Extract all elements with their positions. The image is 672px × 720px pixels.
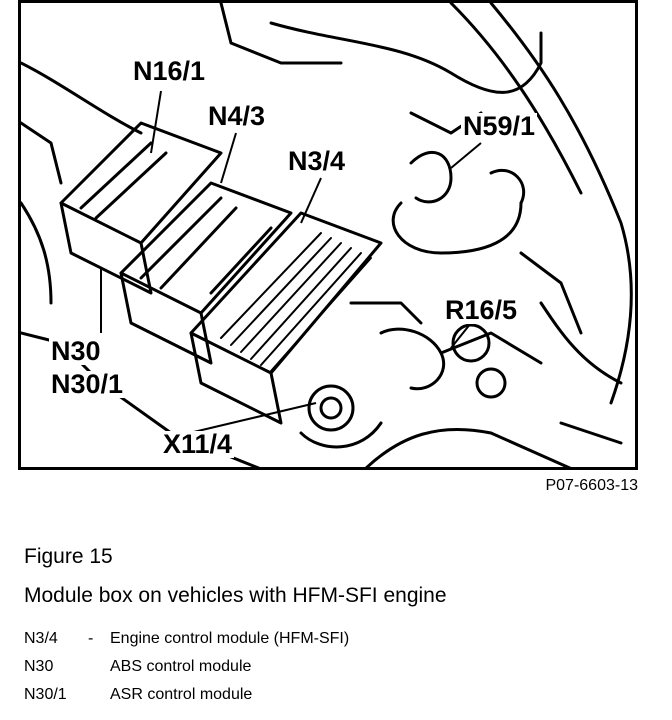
legend-code: N3/4	[24, 630, 58, 647]
figure-title: Module box on vehicles with HFM-SFI engi…	[24, 584, 447, 607]
module-n59-1	[409, 150, 453, 204]
callout-n30: N30	[49, 336, 103, 366]
callout-n4-3: N4/3	[206, 101, 268, 131]
callout-r16-5: R16/5	[443, 295, 520, 325]
legend-code: N30	[24, 658, 54, 675]
callout-n30-1: N30/1	[49, 369, 126, 399]
callout-n3-4: N3/4	[286, 146, 348, 176]
module-n4-3	[119, 181, 293, 315]
module-n3-4	[189, 211, 383, 375]
engine-bay-drawing	[21, 3, 633, 467]
figure-number: Figure 15	[24, 545, 113, 568]
legend-description: Engine control module (HFM-SFI)	[110, 630, 350, 647]
connector-x11-4	[307, 384, 355, 432]
module-box-illustration: N16/1 N4/3 N3/4 N59/1 R16/5 N30 N30/1 X1…	[18, 0, 638, 470]
legend-code: N30/1	[24, 686, 67, 703]
legend-separator: -	[88, 630, 94, 647]
callout-x11-4: X11/4	[161, 429, 235, 459]
top-hose	[269, 21, 543, 94]
figure-reference-code: P07-6603-13	[545, 477, 638, 494]
module-n16-1	[59, 121, 223, 245]
callout-n59-1: N59/1	[461, 111, 538, 141]
callout-n16-1: N16/1	[131, 56, 208, 86]
legend-description: ASR control module	[110, 686, 253, 703]
legend-description: ABS control module	[110, 658, 252, 675]
sensor-r16-5	[379, 327, 446, 391]
